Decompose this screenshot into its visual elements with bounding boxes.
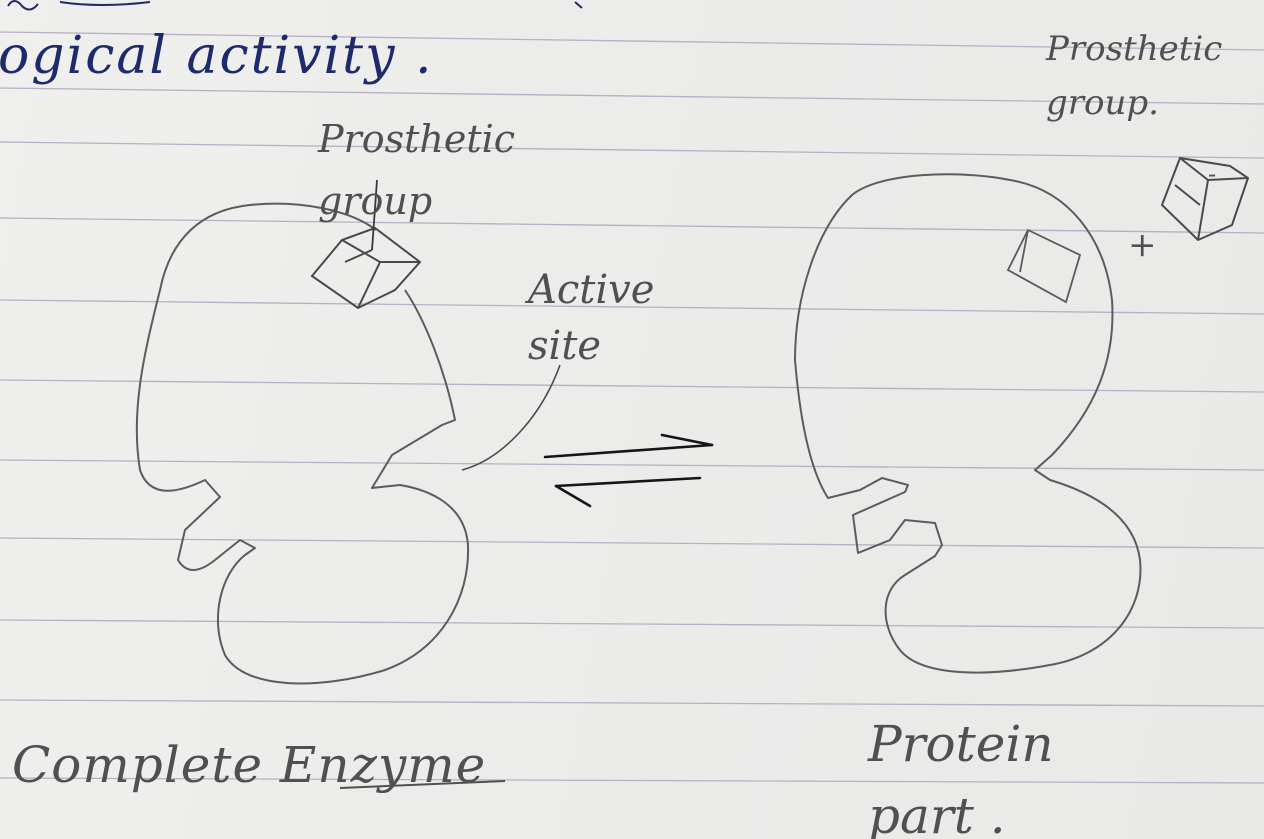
ruled-lines (0, 32, 1264, 783)
equilibrium-arrows (545, 435, 712, 506)
prosthetic-group-label-right-text: Prosthetic group. (1046, 29, 1222, 123)
complete-enzyme-outline (137, 204, 468, 684)
protein-part-label-text: Protein part . (868, 715, 1054, 839)
protein-binding-slot (1008, 230, 1080, 302)
protein-part-label: Protein part . (868, 708, 1068, 839)
active-site-label-text: Active site (528, 267, 654, 369)
complete-enzyme-underline (340, 778, 510, 798)
prosthetic-group-label-left-text: Prosthetic group (318, 117, 515, 223)
protein-part-outline (795, 174, 1140, 672)
prosthetic-group-label-right: Prosthetic group. (1046, 22, 1264, 130)
minus-sign: - (1208, 162, 1216, 186)
cut-off-top-scribble (8, 1, 582, 10)
top-line-fragment: ogical activity . (0, 30, 434, 82)
active-site-pointer (462, 365, 560, 470)
prosthetic-group-cube-left (312, 228, 420, 308)
prosthetic-group-cube-right (1162, 158, 1248, 240)
active-site-label: Active site (528, 262, 698, 374)
plus-sign: + (1128, 228, 1157, 262)
prosthetic-group-label-left: Prosthetic group (318, 108, 578, 232)
